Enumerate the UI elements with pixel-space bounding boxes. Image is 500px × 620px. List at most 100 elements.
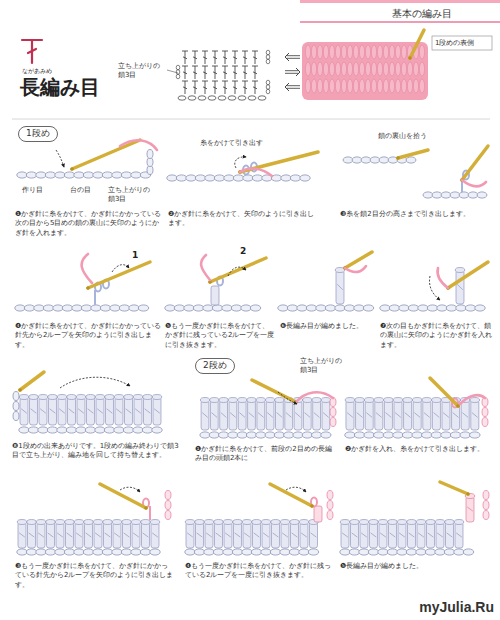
yarn xyxy=(240,169,272,176)
chain-stitch xyxy=(150,549,160,555)
header-rule xyxy=(300,21,500,23)
treble-stitch xyxy=(291,522,299,548)
chain-stitch xyxy=(223,549,233,555)
hook-tip xyxy=(466,492,470,496)
chain-stitch xyxy=(121,549,131,555)
stitch-head xyxy=(74,520,84,525)
stitch-wrap xyxy=(314,413,320,418)
treble-stitch xyxy=(389,522,397,548)
chart-symbol xyxy=(252,66,258,67)
step-caption: ❸もう一度かぎ針に糸をかけて、かぎ針にかかっている針先から2ループを矢印のように… xyxy=(15,562,175,590)
photo-label-box xyxy=(432,36,492,50)
treble-stitch xyxy=(351,522,359,548)
crochet-hook xyxy=(345,252,372,268)
treble-stitch xyxy=(432,400,440,430)
fabric-stitch xyxy=(371,45,376,59)
stitch-head xyxy=(265,398,274,403)
stitch-head xyxy=(445,520,455,525)
step-caption: ❹もう一度かぎ針に糸をかけて、かぎ針に残っている2ループを一度に引き抜きます。 xyxy=(185,562,335,581)
chain-stitch xyxy=(256,432,266,438)
stitch-wrap xyxy=(292,533,298,537)
stitch-head xyxy=(384,398,394,403)
chain-stitch xyxy=(17,549,27,555)
treble-stitch xyxy=(272,522,280,548)
step-caption: ❶かぎ針に糸をかけて、前段の2目めの長編み目の頭鎖2本に xyxy=(195,445,335,464)
chain-stitch xyxy=(361,157,371,163)
stitch-head xyxy=(133,395,143,400)
chain-stitch xyxy=(287,305,297,311)
stitch-wrap xyxy=(323,413,329,418)
step-caption: ❸糸を鎖2目分の高さまで引き出します。 xyxy=(340,210,492,219)
chart-symbol xyxy=(193,57,197,59)
chain-stitch xyxy=(374,432,385,438)
treble-stitch xyxy=(49,397,57,425)
chain-stitch xyxy=(214,175,224,181)
yarn xyxy=(82,254,92,283)
stitch-head xyxy=(55,520,65,525)
chain-stitch xyxy=(387,549,397,555)
treble-stitch xyxy=(18,522,26,548)
treble-stitch xyxy=(186,522,194,548)
callout-number: 2 xyxy=(240,245,250,257)
chart-chain xyxy=(266,85,270,90)
chain-stitch xyxy=(213,549,223,555)
chart-symbol xyxy=(233,57,237,59)
stitch-wrap xyxy=(216,533,222,537)
stitch-head xyxy=(141,520,151,525)
chain-stitch xyxy=(102,172,112,178)
turning-chain xyxy=(330,408,336,417)
chain-stitch xyxy=(380,305,390,311)
stitch-head xyxy=(195,520,205,525)
stitch-head xyxy=(204,520,214,525)
fabric-stitch xyxy=(353,45,358,59)
stitch-wrap xyxy=(78,409,84,413)
chain-stitch xyxy=(412,432,423,438)
chain-stitch xyxy=(114,427,124,433)
stitch-wrap xyxy=(472,413,478,418)
fabric-stitch xyxy=(317,79,322,93)
stitch-wrap xyxy=(443,413,449,418)
chain-stitch xyxy=(193,305,203,311)
stitch-head xyxy=(214,520,224,525)
fabric-stitch xyxy=(383,79,388,93)
treble-stitch xyxy=(144,397,152,425)
treble-stitch xyxy=(85,522,93,548)
treble-stitch xyxy=(356,400,364,430)
fabric-stitch xyxy=(389,79,394,93)
treble-stitch xyxy=(313,400,321,430)
chart-symbol xyxy=(222,66,228,67)
fabric-stitch xyxy=(329,62,334,76)
part-label: 糸をかけて引き出す xyxy=(200,139,290,148)
section-tab: 2段め xyxy=(195,358,235,374)
fabric-stitch xyxy=(371,62,376,76)
stitch-wrap xyxy=(95,533,101,537)
stitch-wrap xyxy=(19,533,25,537)
chart-label: 立ち上がりの鎖3目 xyxy=(118,62,164,81)
step-caption: ❶かぎ針に糸をかけて、かぎ針にかかっている次の目から5目めの鎖の裏山に矢印のよう… xyxy=(15,210,163,238)
fabric-stitch xyxy=(311,45,316,59)
fabric-stitch xyxy=(395,62,400,76)
treble-stitch xyxy=(113,522,121,548)
fabric-stitch xyxy=(323,62,328,76)
yarn xyxy=(201,255,210,280)
treble-stitch xyxy=(262,522,270,548)
treble-stitch xyxy=(417,522,425,548)
treble-stitch xyxy=(466,496,474,522)
turning-chain xyxy=(165,491,171,500)
fabric-stitch xyxy=(305,79,310,93)
stitch-head xyxy=(131,520,141,525)
chain-stitch xyxy=(43,305,53,311)
stitch-head xyxy=(124,395,134,400)
fabric-stitch xyxy=(389,45,394,59)
chain-stitch xyxy=(194,549,204,555)
stitch-head xyxy=(65,520,75,525)
stitch-wrap xyxy=(212,413,218,418)
stitch-wrap xyxy=(295,413,301,418)
fabric-stitch xyxy=(401,79,406,93)
stitch-head xyxy=(112,520,122,525)
chain-stitch xyxy=(112,549,122,555)
stitch-wrap xyxy=(456,533,462,537)
stitch-wrap xyxy=(86,533,92,537)
stitch-wrap xyxy=(357,413,363,418)
chain-stitch xyxy=(218,432,228,438)
